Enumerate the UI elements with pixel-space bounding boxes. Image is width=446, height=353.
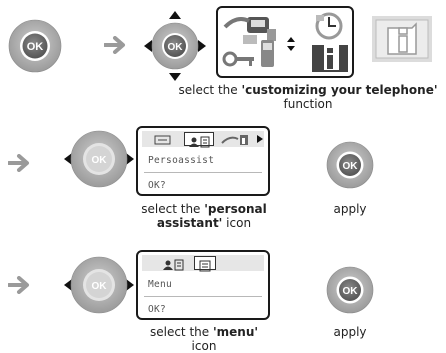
step2-apply-label: apply — [333, 202, 367, 216]
ok-key-label: OK — [343, 161, 359, 172]
phone-handset-icon — [261, 40, 274, 67]
display-divider — [144, 296, 262, 297]
message-icon — [154, 135, 171, 145]
ok-key-icon[interactable]: OK — [326, 141, 374, 189]
step3-apply-label: apply — [333, 325, 367, 339]
tab-customize[interactable] — [220, 132, 250, 146]
display-divider — [144, 172, 262, 173]
display-line-1: Menu — [148, 279, 173, 290]
step2-caption: select the 'personal assistant' icon — [134, 202, 274, 230]
ok-key-label: OK — [27, 41, 44, 53]
tab-personal-assistant[interactable] — [160, 256, 188, 271]
navigator-ok-label: OK — [168, 42, 184, 53]
personal-assistant-icon — [189, 136, 210, 148]
step2-caption-bold-1: 'personal — [204, 202, 267, 216]
step2-caption-suffix: icon — [222, 216, 252, 230]
step2-caption-prefix: select the — [141, 202, 205, 216]
step3-caption-prefix: select the — [149, 325, 213, 339]
scroll-arrows-icon — [287, 37, 295, 51]
step1-caption-suffix: function — [283, 97, 333, 111]
step3-caption-bold: 'menu' — [212, 325, 259, 339]
tab-personal-assistant[interactable] — [184, 132, 214, 148]
step1-caption-bold: 'customizing your telephone' — [241, 83, 438, 97]
scroll-right-arrow-icon[interactable] — [256, 134, 264, 144]
navigator-key-icon[interactable]: OK — [62, 254, 136, 316]
display-line-1: Persoassist — [148, 155, 215, 166]
step3-caption-suffix: icon — [191, 339, 217, 353]
navigator-ok-label: OK — [92, 155, 108, 166]
info-icon — [312, 45, 348, 72]
navigator-key-icon[interactable]: OK — [142, 10, 208, 82]
tab-menu[interactable] — [194, 256, 216, 272]
right-arrow-icon — [8, 276, 29, 294]
ok-key-icon[interactable]: OK — [8, 19, 62, 73]
display-tab-bar — [142, 131, 264, 148]
display-line-2: OK? — [148, 180, 167, 191]
display-line-2: OK? — [148, 304, 167, 315]
navigator-ok-label: OK — [92, 281, 108, 292]
customize-icon — [221, 135, 248, 145]
personal-assistant-icon — [163, 259, 184, 271]
tab-message[interactable] — [152, 132, 174, 146]
info-icon — [372, 16, 432, 62]
ok-key-icon[interactable]: OK — [326, 266, 374, 314]
step2-caption-bold-2: assistant' — [156, 216, 223, 230]
ok-key-label: OK — [343, 286, 359, 297]
customize-display — [216, 6, 354, 78]
step3-caption: select the 'menu' icon — [134, 325, 274, 353]
right-arrow-icon — [8, 154, 29, 172]
telephone-icon — [223, 17, 276, 44]
personal-assistant-display: Persoassist OK? — [136, 126, 270, 196]
step1-caption: select the 'customizing your telephone' … — [170, 83, 446, 111]
display-tab-bar — [142, 255, 264, 272]
menu-icon — [199, 260, 211, 272]
menu-display: Menu OK? — [136, 250, 270, 320]
step1-caption-prefix: select the — [178, 83, 242, 97]
key-icon — [222, 51, 254, 67]
right-arrow-icon — [104, 36, 125, 54]
clock-icon — [315, 12, 343, 40]
navigator-key-icon[interactable]: OK — [62, 128, 136, 190]
